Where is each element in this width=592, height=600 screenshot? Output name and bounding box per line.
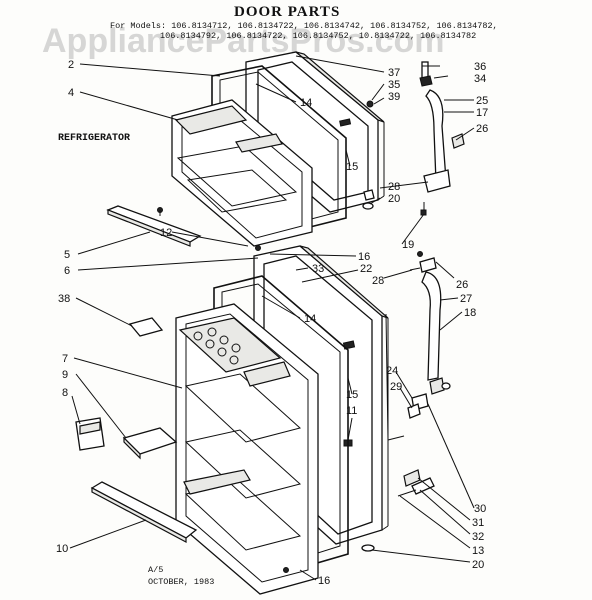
section-label: REFRIGERATOR (58, 133, 130, 144)
callout-28-lower: 28 (372, 275, 384, 287)
callout-20-lower: 20 (472, 559, 484, 571)
lower-handle-assembly (283, 251, 451, 573)
page-title: DOOR PARTS (234, 4, 340, 20)
callout-16-upper: 16 (358, 251, 370, 263)
callout-5: 5 (64, 249, 70, 261)
callout-12: 12 (160, 227, 172, 239)
callout-31: 31 (472, 517, 484, 529)
models-line-2: 106.8134792, 106.8134722, 106.8134752, 1… (160, 31, 476, 41)
callout-35: 35 (388, 79, 400, 91)
freezer-door-outer-panel (245, 51, 385, 213)
callout-34: 34 (474, 73, 486, 85)
screw-icon (255, 245, 261, 251)
callout-2: 2 (68, 59, 74, 71)
callout-20-upper: 20 (388, 193, 400, 205)
callout-26-lower: 26 (456, 279, 468, 291)
callout-26-upper: 26 (476, 123, 488, 135)
label-card (128, 317, 164, 337)
callout-30: 30 (474, 503, 486, 515)
fresh-food-shelf-rail (90, 481, 198, 543)
callout-8: 8 (62, 387, 68, 399)
butter-bin (75, 417, 105, 451)
callout-14-upper: 14 (300, 97, 312, 109)
callout-38: 38 (58, 293, 70, 305)
freezer-door-liner (157, 99, 313, 247)
callout-29: 29 (390, 381, 402, 393)
callout-7: 7 (62, 353, 68, 365)
callout-22: 22 (360, 263, 372, 275)
callout-32: 32 (472, 531, 484, 543)
callout-37: 37 (388, 67, 400, 79)
callout-11: 11 (346, 405, 357, 417)
callout-28-upper: 28 (388, 181, 400, 193)
callout-9: 9 (62, 369, 68, 381)
callout-15-upper: 15 (346, 161, 358, 173)
callout-numbers: 2 4 12 5 6 38 7 9 8 10 14 14 15 15 37 35… (56, 59, 488, 587)
callout-4: 4 (68, 87, 74, 99)
leader-lines (69, 55, 475, 581)
callout-25: 25 (476, 95, 488, 107)
callout-17: 17 (476, 107, 488, 119)
callout-6: 6 (64, 265, 70, 277)
callout-15-lower: 15 (346, 389, 358, 401)
callout-14-lower: 14 (304, 313, 316, 325)
footer-code: A/5 (148, 565, 163, 575)
callout-16-lower: 16 (318, 575, 330, 587)
watermark-text: AppliancePartsPros.com (42, 22, 444, 60)
callout-36: 36 (474, 61, 486, 73)
callout-10: 10 (56, 543, 68, 555)
callout-19: 19 (402, 239, 414, 251)
callout-24: 24 (386, 365, 398, 377)
freezer-shelf-rail (106, 205, 202, 247)
callout-33: 33 (312, 263, 324, 275)
callout-39: 39 (388, 91, 400, 103)
callout-27: 27 (460, 293, 472, 305)
models-line-1: For Models: 106.8134712, 106.8134722, 10… (110, 21, 498, 31)
callout-18: 18 (464, 307, 476, 319)
upper-hinge-assembly (362, 61, 465, 216)
egg-bin (122, 427, 178, 460)
footer-date: OCTOBER, 1983 (148, 577, 214, 587)
callout-13: 13 (472, 545, 484, 557)
